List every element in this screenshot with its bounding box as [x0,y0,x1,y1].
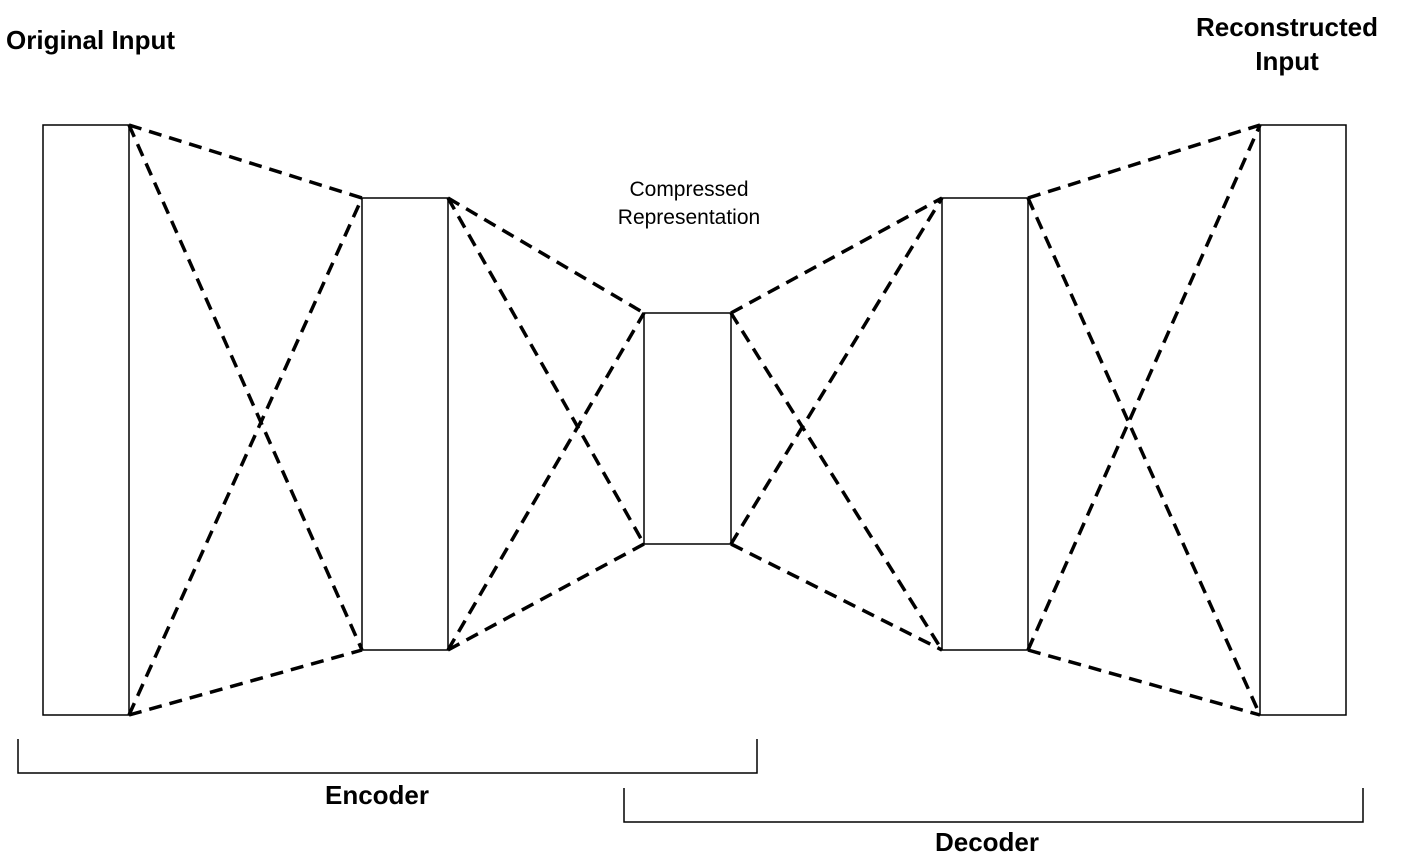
connection-line [730,196,943,315]
connection-line [128,648,363,717]
bottleneck-layer-box [643,312,732,545]
connection-line [446,197,646,545]
connection-line [1027,648,1261,717]
encoder-hidden-layer-box [361,197,449,651]
decoder-hidden-layer-box [941,197,1029,651]
connection-line [1026,124,1262,651]
compressed-representation-label: Compressed Representation [617,178,761,229]
connection-line [128,123,363,200]
input-layer-box [42,124,130,716]
decoder-label: Decoder [934,827,1040,857]
connection-line [730,542,943,652]
connection-line [447,542,645,652]
connection-line [729,197,944,545]
encoder-label: Encoder [324,780,430,810]
connection-line [127,197,364,716]
connection-line [1027,123,1261,200]
connection-line [447,196,645,315]
connection-line [446,312,646,651]
connection-line [127,124,364,651]
output-layer-box [1259,124,1347,716]
decoder-bracket [623,788,1364,823]
encoder-bracket [17,739,758,774]
connection-line [729,312,944,651]
original-input-label: Original Input [6,25,175,55]
connection-line [1026,197,1262,716]
reconstructed-input-label: Reconstructed Input [1195,12,1379,76]
